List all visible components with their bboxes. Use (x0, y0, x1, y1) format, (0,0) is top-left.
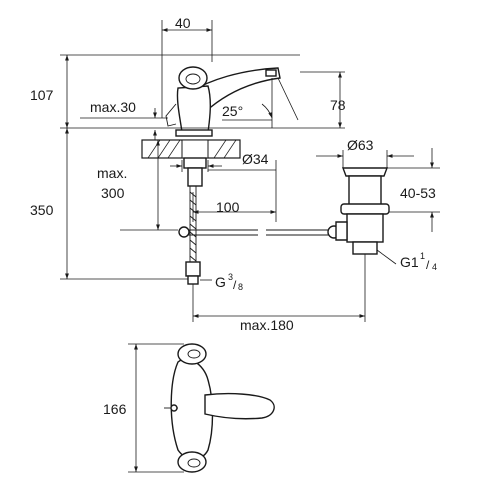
g1-num: 1 (420, 251, 425, 261)
dim-max-180: max.180 (240, 317, 294, 333)
g-inlet-base: G (215, 274, 226, 290)
dim-angle-25: 25° (222, 103, 243, 119)
g-inlet-den: 8 (238, 282, 243, 292)
dim-dia-63: Ø63 (347, 137, 374, 153)
dim-g1-1-4: G1 1 / 4 (400, 251, 437, 272)
dimension-lines (60, 20, 440, 473)
popup-waste (335, 167, 390, 255)
dim-max-30: max.30 (90, 99, 136, 115)
faucet-side-view (165, 66, 281, 137)
dim-g-3-8: G 3 / 8 (215, 272, 243, 292)
countertop (141, 139, 241, 159)
dimension-labels: 40 107 max.30 25° 78 Ø34 max. 300 350 10… (30, 15, 437, 417)
svg-text:/: / (233, 278, 237, 292)
faucet-top-view (164, 343, 275, 473)
g1-den: 4 (432, 262, 437, 272)
dim-max-300-line1: max. (97, 165, 127, 181)
dim-350: 350 (30, 202, 54, 218)
dim-100: 100 (216, 199, 240, 215)
dim-dia-34: Ø34 (242, 151, 269, 167)
dim-78: 78 (330, 97, 346, 113)
dim-max-300-line2: 300 (101, 185, 125, 201)
g1-base: G1 (400, 254, 419, 270)
dim-107: 107 (30, 87, 54, 103)
svg-text:/: / (426, 258, 430, 272)
dim-range-40-53: 40-53 (400, 185, 436, 201)
mounting-hose (183, 157, 207, 285)
drain-rod (178, 225, 341, 239)
dim-40: 40 (175, 15, 191, 31)
dim-166: 166 (103, 401, 127, 417)
g-inlet-num: 3 (228, 272, 233, 282)
